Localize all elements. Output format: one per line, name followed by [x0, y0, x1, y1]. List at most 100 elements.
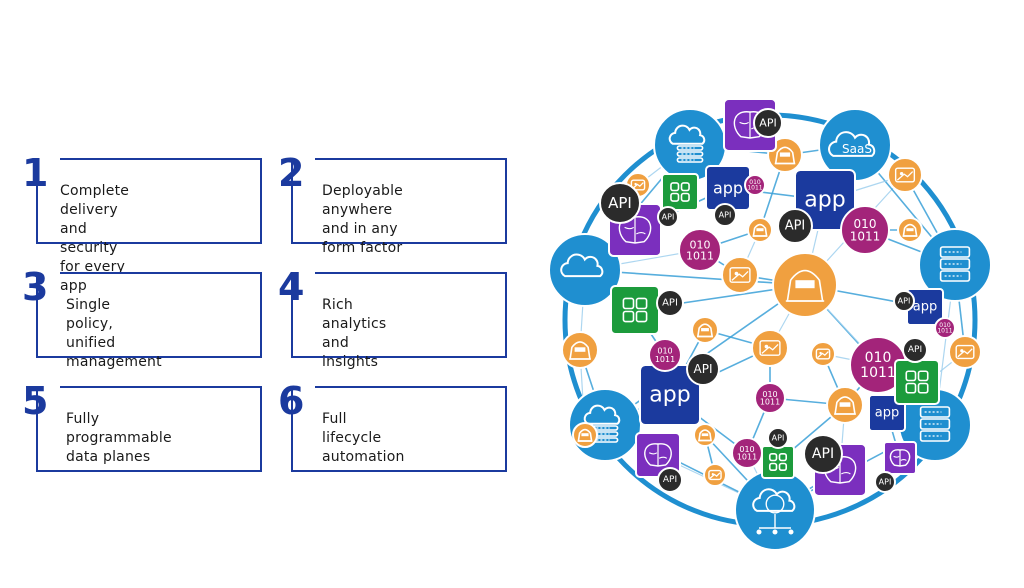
binary-label: 1011	[747, 184, 762, 191]
api-label: API	[812, 446, 834, 462]
node-api	[777, 208, 813, 244]
api-label: API	[719, 211, 732, 220]
feature-text-line2: security for every app	[60, 240, 126, 294]
feature-text-line2: management	[66, 354, 162, 370]
hacker-icon	[785, 269, 825, 302]
node-shape	[713, 203, 737, 227]
node-shape	[874, 471, 896, 493]
hacker-icon	[834, 396, 856, 415]
node-grid	[761, 445, 795, 479]
feature-number: 6	[278, 379, 305, 423]
node-shape	[610, 285, 660, 335]
media-icon	[708, 469, 722, 481]
feature-card-border	[291, 386, 507, 472]
feature-text-line1: Rich analytics	[322, 297, 387, 332]
node-bin	[934, 317, 956, 339]
node-grid	[610, 285, 660, 335]
node-api	[656, 289, 684, 317]
feature-text-line1: Fully programmable	[66, 411, 172, 446]
node-shape	[777, 208, 813, 244]
node-shape	[656, 289, 684, 317]
node-bin	[744, 174, 766, 196]
feature-text-line1: Complete delivery and	[60, 183, 130, 237]
node-shape	[657, 467, 683, 493]
api-label: API	[898, 297, 911, 306]
app-label: app	[713, 179, 743, 198]
node-api	[657, 206, 679, 228]
api-label: API	[879, 478, 892, 487]
node-shape	[934, 317, 956, 339]
feature-card-border	[36, 272, 262, 358]
api-label: API	[662, 213, 675, 222]
brain-icon	[644, 443, 672, 467]
node-app	[794, 169, 856, 231]
media-icon	[894, 167, 916, 183]
api-label: API	[663, 475, 677, 485]
hacker-icon	[902, 223, 918, 237]
node-shape	[840, 205, 890, 255]
feature-number: 4	[278, 265, 305, 309]
hacker-icon	[577, 428, 593, 442]
node-bin	[678, 228, 722, 272]
app-grid-icon	[622, 297, 648, 323]
feature-text-line2: and insights	[322, 335, 379, 370]
api-label: API	[759, 117, 776, 130]
node-shape	[648, 338, 682, 372]
api-label: API	[662, 298, 678, 309]
binary-label: 010	[939, 322, 951, 329]
cloud-icon	[752, 488, 796, 512]
binary-label: 010	[657, 347, 672, 356]
feature-text-line1: Single policy, unified	[66, 297, 116, 351]
feature-text-line1: Deployable anywhere	[322, 183, 403, 218]
feature-number: 2	[278, 151, 305, 195]
feature-number: 5	[22, 379, 49, 423]
app-label: app	[875, 406, 899, 421]
node-shape	[753, 108, 783, 138]
feature-number: 1	[22, 151, 49, 195]
server-icon	[676, 145, 704, 163]
binary-label: 1011	[860, 365, 896, 381]
node-bin	[754, 382, 786, 414]
hacker-icon	[696, 323, 714, 338]
feature-card-border	[36, 158, 262, 244]
api-label: API	[908, 345, 922, 355]
node-api	[753, 108, 783, 138]
hacker-icon	[698, 429, 712, 442]
hacker-icon	[774, 146, 796, 165]
node-shape	[794, 169, 856, 231]
node-shape	[686, 352, 720, 386]
binary-label: 010	[865, 350, 892, 366]
node-shape	[894, 359, 940, 405]
app-grid-icon	[670, 182, 690, 202]
node-shape	[744, 174, 766, 196]
node-api	[902, 337, 928, 363]
hacker-icon	[569, 341, 591, 360]
node-server	[918, 228, 992, 302]
media-icon	[630, 179, 646, 191]
node-shape	[678, 228, 722, 272]
api-label: API	[694, 362, 713, 376]
node-api	[599, 182, 641, 224]
node-bin	[648, 338, 682, 372]
node-shape	[918, 228, 992, 302]
feature-text-line2: automation	[322, 449, 405, 465]
node-api	[893, 290, 915, 312]
feature-text-line1: Full lifecycle	[322, 411, 382, 446]
binary-label: 1011	[737, 453, 757, 462]
cloud-icon	[583, 404, 621, 425]
api-label: API	[608, 194, 632, 212]
node-shape	[767, 427, 789, 449]
binary-label: 1011	[760, 398, 780, 407]
node-shape	[754, 382, 786, 414]
hacker-icon	[752, 223, 768, 237]
node-shape	[803, 434, 843, 474]
node-api	[803, 434, 843, 474]
node-grid	[661, 173, 699, 211]
media-icon	[815, 348, 831, 360]
binary-label: 010	[854, 217, 877, 231]
